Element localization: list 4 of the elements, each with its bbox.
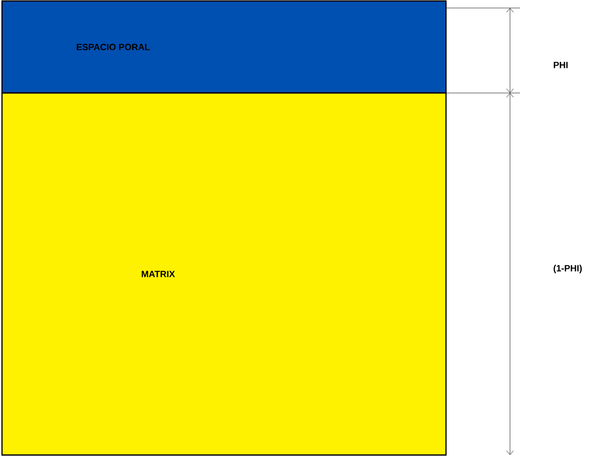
matrix-box: MATRIX [1,92,447,456]
dimension-label: PHI [554,62,568,68]
pore-space-box: ESPACIO PORAL [1,0,447,94]
dimension-label: (1-PHI) [554,264,582,274]
